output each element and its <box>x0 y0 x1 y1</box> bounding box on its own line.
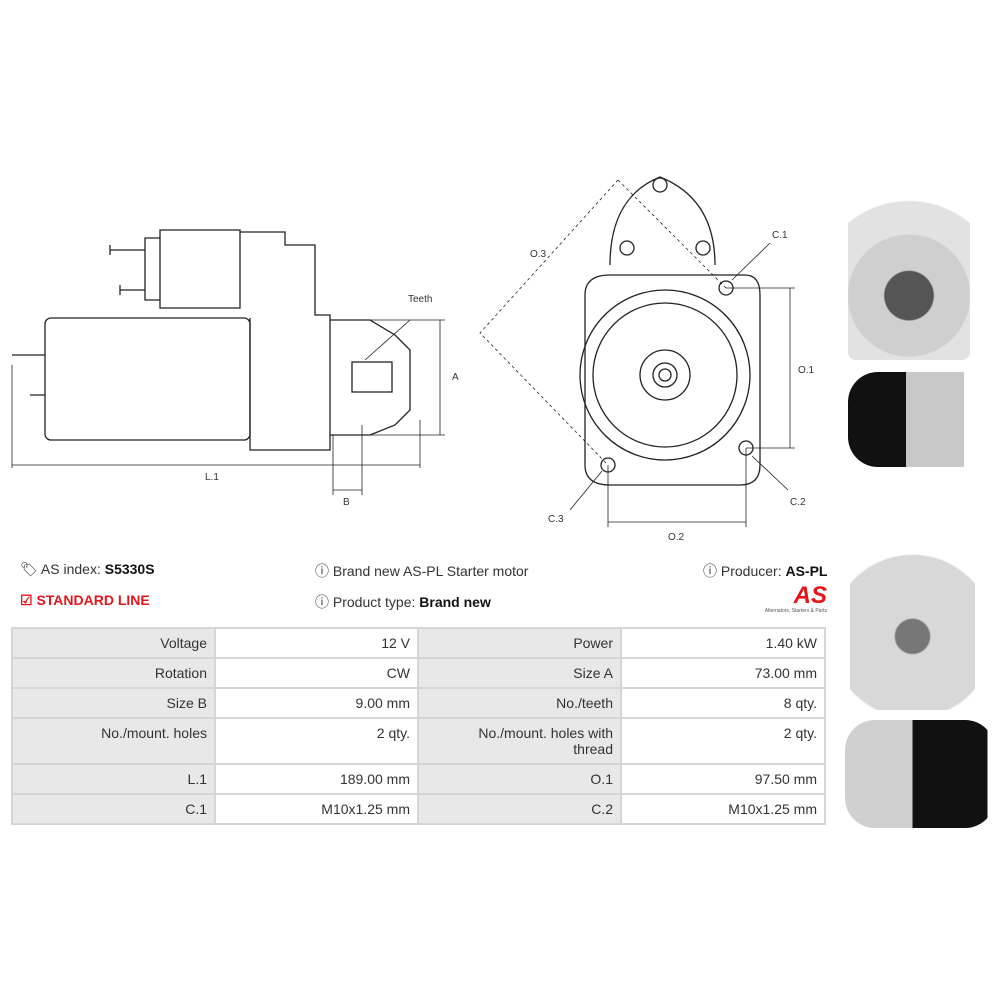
drive-housing <box>240 231 331 451</box>
description: ⓘ Brand new AS-PL Starter motor <box>315 561 528 581</box>
label-c2: C.2 <box>790 497 806 508</box>
spec-label: No./teeth <box>417 687 622 719</box>
producer-label: Producer: <box>720 563 782 579</box>
label-c1: C.1 <box>772 230 788 241</box>
spec-label: Rotation <box>11 657 216 689</box>
spec-value: 2 qty. <box>214 717 419 765</box>
logo-tagline: Alternators, Starters & Parts <box>764 608 827 614</box>
product-photo-side[interactable] <box>848 372 993 467</box>
nose <box>330 319 411 436</box>
motor-body <box>44 317 251 441</box>
spec-label: O.1 <box>417 763 622 795</box>
spec-label: C.2 <box>417 793 622 825</box>
producer-value: AS-PL <box>785 563 828 579</box>
solenoid <box>144 229 241 309</box>
label-c3: C.3 <box>548 514 564 525</box>
as-pl-logo: AS Alternators, Starters & Parts <box>745 582 827 615</box>
spec-value: 73.00 mm <box>620 657 826 689</box>
spec-label: Power <box>417 627 622 659</box>
label-o2: O.2 <box>668 532 685 543</box>
info-icon: ⓘ <box>703 563 717 579</box>
spec-value: 97.50 mm <box>620 763 826 795</box>
description-text: Brand new AS-PL Starter motor <box>332 563 529 579</box>
spec-label: Size A <box>417 657 622 689</box>
spec-label: Voltage <box>11 627 216 659</box>
standard-line-label: STANDARD LINE <box>36 592 150 608</box>
spec-value: 12 V <box>214 627 419 659</box>
spec-value: 2 qty. <box>620 717 826 765</box>
product-photo-side-2[interactable] <box>845 720 995 828</box>
label-b: B <box>343 497 350 508</box>
logo-text: AS <box>793 582 827 609</box>
pinion <box>351 361 393 393</box>
product-photo-front[interactable] <box>848 176 970 360</box>
tags-icon: 🏷 <box>20 561 38 577</box>
front-view-drawing: O.3 C.1 O.1 C.2 C.3 O.2 <box>479 176 815 543</box>
spec-label: Size B <box>11 687 216 719</box>
spec-label: L.1 <box>11 763 216 795</box>
as-index-label: AS index: <box>40 561 101 577</box>
terminals <box>12 245 145 396</box>
label-o1: O.1 <box>798 365 815 376</box>
spec-label: No./mount. holes with thread <box>417 717 622 765</box>
label-l1: L.1 <box>205 472 219 483</box>
product-type: ⓘ Product type: Brand new <box>315 592 491 612</box>
check-square-icon: ☑ <box>20 592 33 608</box>
standard-line: ☑ STANDARD LINE <box>20 592 150 609</box>
spec-label: No./mount. holes <box>11 717 216 765</box>
spec-value: CW <box>214 657 419 689</box>
product-type-label: Product type: <box>332 594 416 610</box>
spec-value: 9.00 mm <box>214 687 419 719</box>
as-index: 🏷 AS index: S5330S <box>20 561 155 578</box>
spec-value: 8 qty. <box>620 687 826 719</box>
flange <box>584 274 761 486</box>
spec-value: M10x1.25 mm <box>214 793 419 825</box>
as-index-value: S5330S <box>104 561 155 577</box>
label-o3: O.3 <box>530 249 547 260</box>
info-icon: ⓘ <box>315 594 329 610</box>
producer: ⓘ Producer: AS-PL <box>703 561 827 581</box>
spec-value: 1.40 kW <box>620 627 826 659</box>
spec-label: C.1 <box>11 793 216 825</box>
spec-value: 189.00 mm <box>214 763 419 795</box>
flange-top <box>609 176 716 266</box>
label-a: A <box>452 372 459 383</box>
product-photo-rear[interactable] <box>850 480 975 710</box>
side-view-drawing: Teeth A L.1 B <box>11 229 459 508</box>
spec-value: M10x1.25 mm <box>620 793 826 825</box>
info-icon: ⓘ <box>315 563 329 579</box>
product-type-value: Brand new <box>419 594 491 610</box>
label-teeth: Teeth <box>408 294 432 305</box>
